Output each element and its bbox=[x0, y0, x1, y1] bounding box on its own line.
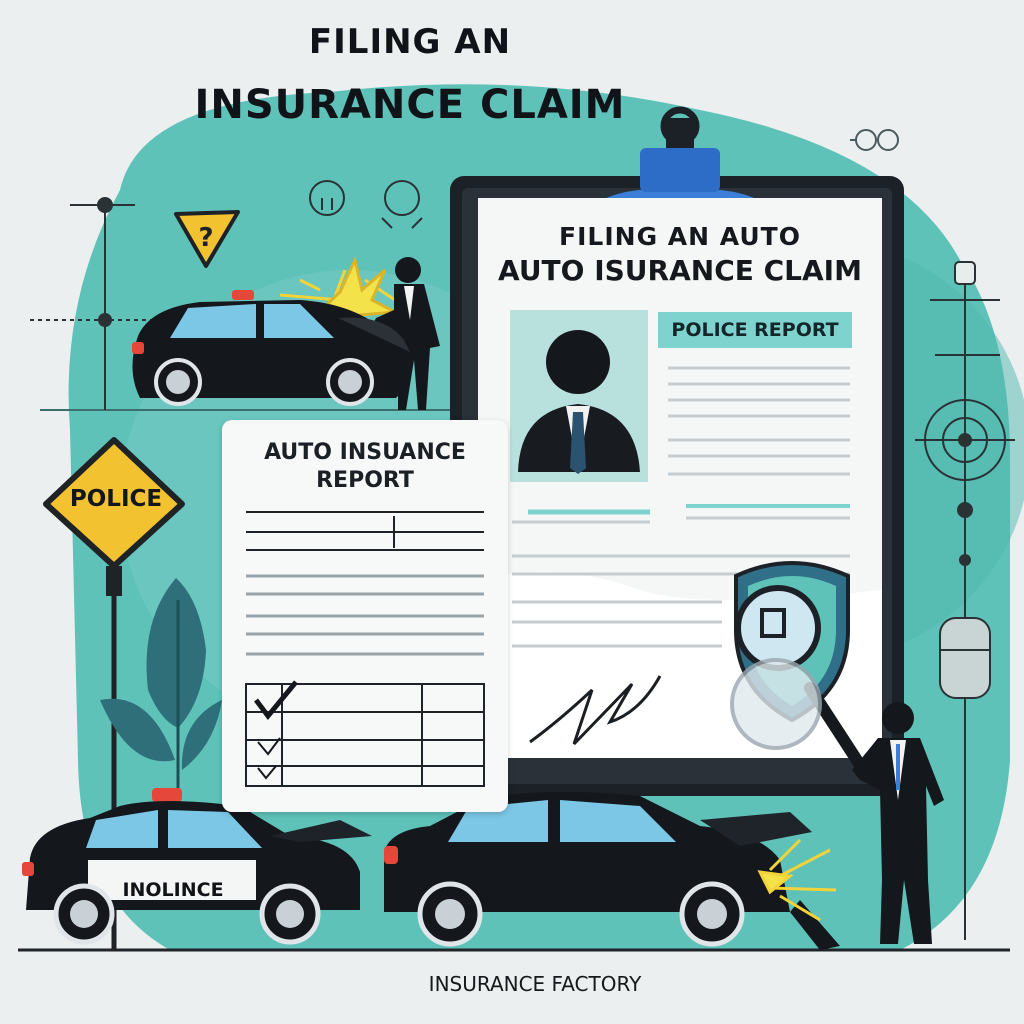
plant-decoration bbox=[100, 578, 222, 800]
document-title-line1: FILING AN AUTO bbox=[559, 222, 801, 251]
check-mark-icon bbox=[254, 680, 298, 721]
light-bulb-icons bbox=[309, 180, 423, 229]
page-title-line1: FILING AN bbox=[308, 22, 512, 62]
warning-sign-icon: ? bbox=[174, 210, 240, 268]
binoculars-icon bbox=[850, 129, 899, 151]
police-sign-label: POLICE bbox=[69, 486, 163, 512]
report-title-line2: REPORT bbox=[316, 468, 414, 493]
page-title-line2: INSURANCE CLAIM bbox=[194, 82, 626, 128]
report-title-line1: AUTO INSUANCE bbox=[264, 440, 466, 465]
person-standing-icon bbox=[852, 702, 944, 944]
report-form-lines bbox=[245, 511, 485, 787]
police-car-top bbox=[132, 290, 410, 406]
footer-brand-label: INSURANCE FACTORY bbox=[428, 972, 642, 996]
magnifier-icon bbox=[730, 585, 868, 774]
burst-icon-bottom bbox=[757, 838, 837, 922]
police-report-section-label: POLICE REPORT bbox=[658, 312, 852, 348]
insurance-report-card: AUTO INSUANCE REPORT bbox=[222, 420, 508, 812]
car-door-label: INOLINCE bbox=[122, 879, 224, 901]
police-car-bottom-left bbox=[22, 788, 372, 945]
svg-text:?: ? bbox=[198, 223, 213, 253]
document-title-line2: AUTO ISURANCE CLAIM bbox=[498, 254, 862, 287]
damaged-car-bottom bbox=[384, 791, 840, 950]
document-text-lines bbox=[512, 366, 850, 648]
right-utility-pole bbox=[915, 261, 1015, 940]
signature-mark bbox=[529, 675, 662, 746]
left-utility-pole bbox=[30, 197, 160, 410]
profile-photo bbox=[510, 310, 648, 482]
